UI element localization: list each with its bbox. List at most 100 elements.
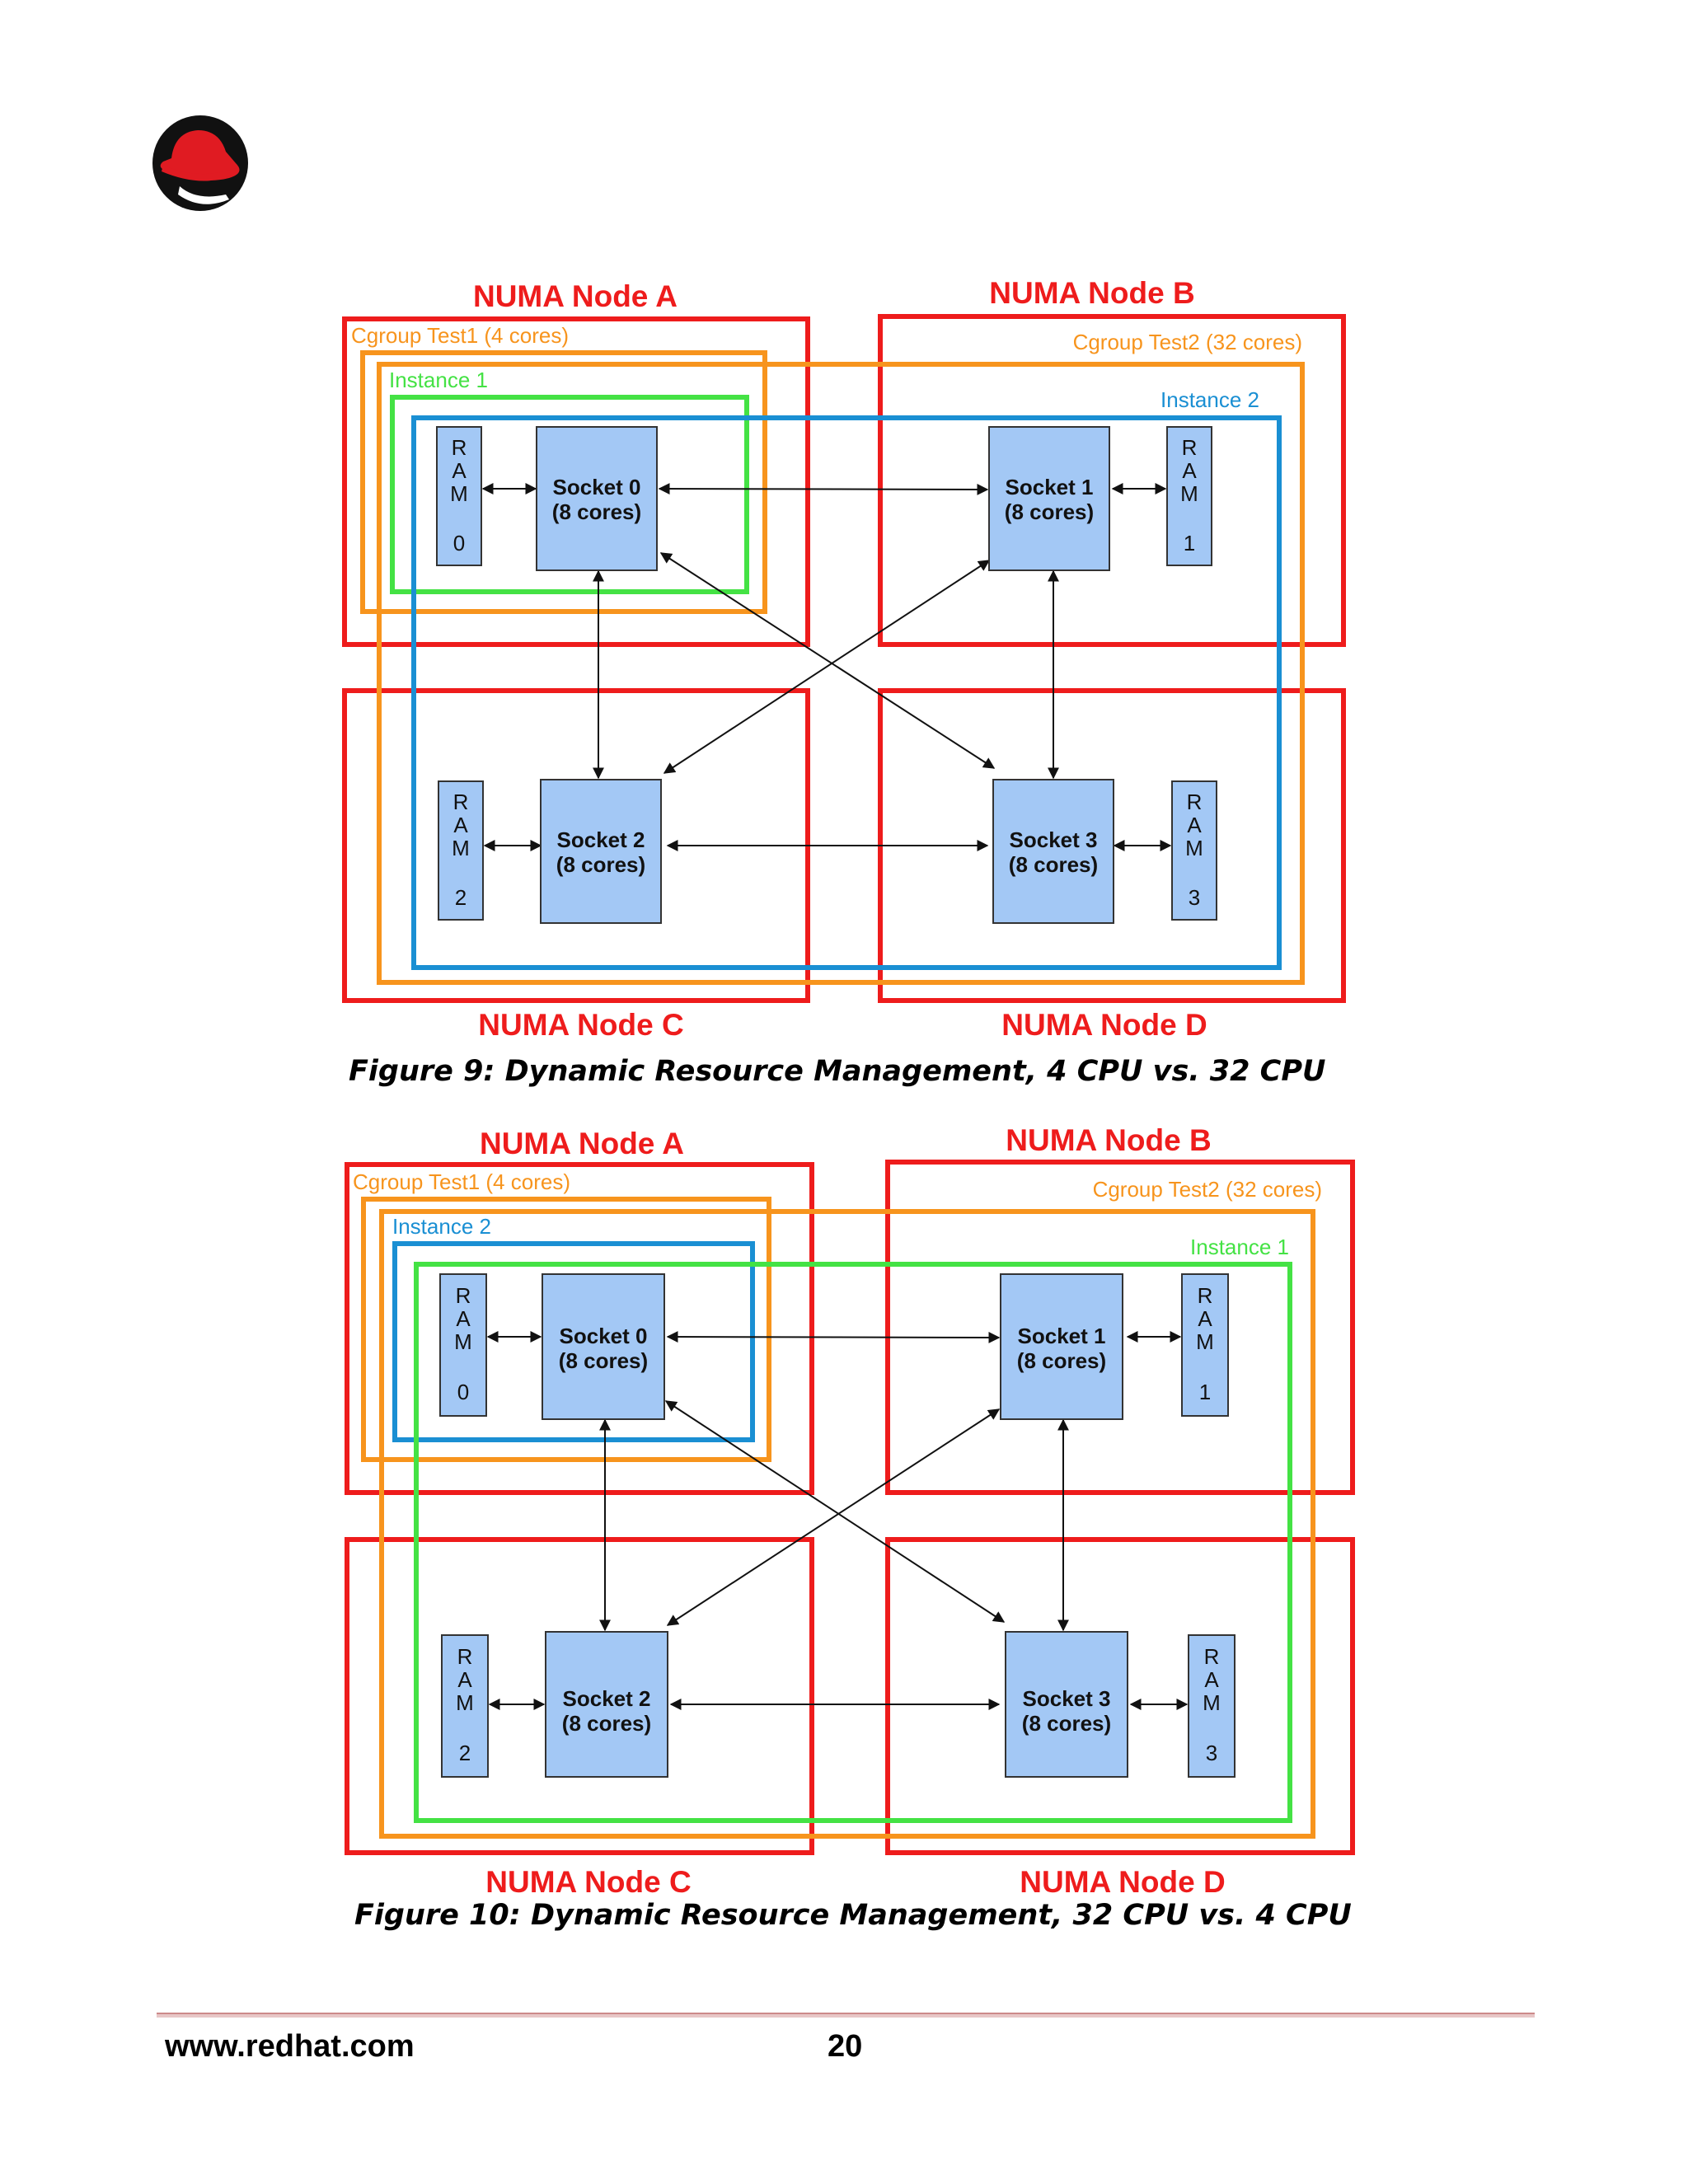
ram-1-letter-m: M (1196, 1329, 1214, 1354)
ram-0-letter-r: R (456, 1283, 471, 1308)
ram-2-letter-m: M (456, 1690, 474, 1715)
ram-3-letter-m: M (1185, 836, 1203, 860)
cgroup-test2-box (377, 362, 1305, 985)
socket-1-cores: (8 cores) (1005, 499, 1094, 524)
ram-0-letter-r: R (452, 435, 467, 460)
footer-divider (157, 2013, 1535, 2018)
ram-3-number: 3 (1189, 885, 1200, 910)
socket-1-label: Socket 1 (1018, 1324, 1106, 1348)
instance-2-box (411, 415, 1282, 970)
ram-0-number: 0 (453, 531, 465, 555)
ram-1-box (1181, 1273, 1229, 1417)
cgroup-test1-box (360, 350, 767, 614)
ram-0-letter-m: M (454, 1329, 472, 1354)
ram-2-box (441, 1634, 489, 1778)
ram-2-letter-r: R (453, 790, 469, 814)
numa-node-c-label: NUMA Node C (485, 1865, 691, 1899)
socket-3-box (1005, 1631, 1128, 1778)
ram-1-box (1166, 426, 1212, 566)
numa-node-a-label: NUMA Node A (480, 1127, 684, 1160)
ram-3-number: 3 (1206, 1741, 1217, 1765)
ram-2-box (438, 780, 484, 921)
ram-3-box (1171, 780, 1217, 921)
socket-3-label: Socket 3 (1023, 1686, 1111, 1711)
cgroup-test1-label: Cgroup Test1 (4 cores) (353, 1169, 570, 1194)
numa-node-c-box (342, 688, 810, 1003)
numa-node-b-label: NUMA Node B (989, 276, 1194, 310)
socket-3-label: Socket 3 (1010, 827, 1098, 852)
ram-1-letter-a: A (1182, 458, 1197, 483)
ram-1-letter-a: A (1198, 1306, 1212, 1331)
instance-1-label: Instance 1 (389, 368, 488, 392)
ram-3-letter-r: R (1187, 790, 1203, 814)
figure-10-caption: Figure 10: Dynamic Resource Management, … (354, 1899, 1352, 1932)
numa-node-b-box (878, 314, 1346, 647)
socket-1-cores: (8 cores) (1017, 1348, 1106, 1373)
numa-node-d-label: NUMA Node D (1001, 1008, 1207, 1042)
ram-1-letter-r: R (1182, 435, 1198, 460)
numa-node-c-box (345, 1537, 814, 1855)
ram-1-number: 1 (1199, 1380, 1211, 1404)
instance-2-label: Instance 2 (1160, 387, 1259, 412)
numa-node-b-label: NUMA Node B (1006, 1123, 1211, 1157)
cgroup-test2-label: Cgroup Test2 (32 cores) (1093, 1177, 1322, 1202)
ram-2-number: 2 (455, 885, 467, 910)
ram-0-number: 0 (457, 1380, 469, 1404)
socket-2-box (545, 1631, 668, 1778)
socket-2-cores: (8 cores) (556, 852, 645, 877)
socket-3-cores: (8 cores) (1009, 852, 1098, 877)
socket-2-cores: (8 cores) (562, 1711, 651, 1736)
ram-3-letter-r: R (1204, 1644, 1220, 1669)
cgroup-test2-label: Cgroup Test2 (32 cores) (1073, 330, 1302, 354)
instance-2-label: Instance 2 (392, 1214, 491, 1239)
ram-0-box (439, 1273, 487, 1417)
cgroup-test2-box (379, 1209, 1315, 1839)
socket-2-label: Socket 2 (557, 827, 645, 852)
socket-1-label: Socket 1 (1006, 475, 1094, 499)
numa-node-d-label: NUMA Node D (1020, 1865, 1225, 1899)
ram-2-letter-a: A (453, 813, 468, 837)
instance-1-box (390, 395, 749, 594)
cgroup-test1-label: Cgroup Test1 (4 cores) (351, 323, 569, 348)
socket-0-label: Socket 0 (560, 1324, 648, 1348)
ram-3-letter-a: A (1204, 1667, 1219, 1692)
instance-1-box (414, 1262, 1292, 1823)
footer-url[interactable]: www.redhat.com (165, 2029, 415, 2064)
figure-9-caption: Figure 9: Dynamic Resource Management, 4… (349, 1055, 1326, 1088)
socket-0-box (536, 426, 658, 571)
ram-2-number: 2 (459, 1741, 471, 1765)
socket-0-box (542, 1273, 665, 1420)
ram-3-letter-a: A (1187, 813, 1202, 837)
socket-3-cores: (8 cores) (1022, 1711, 1111, 1736)
ram-2-letter-r: R (457, 1644, 473, 1669)
ram-1-letter-m: M (1180, 481, 1198, 506)
ram-1-number: 1 (1184, 531, 1195, 555)
redhat-logo-icon (152, 115, 248, 211)
page-number: 20 (828, 2029, 863, 2064)
numa-node-a-label: NUMA Node A (473, 279, 678, 313)
instance-1-label: Instance 1 (1190, 1235, 1289, 1259)
numa-node-c-label: NUMA Node C (478, 1008, 683, 1042)
cgroup-test1-box (361, 1197, 771, 1462)
instance-2-box (392, 1241, 755, 1442)
ram-1-letter-r: R (1198, 1283, 1213, 1308)
socket-1-box (1000, 1273, 1123, 1420)
socket-2-label: Socket 2 (563, 1686, 651, 1711)
numa-node-d-box (885, 1537, 1355, 1855)
socket-2-box (540, 779, 662, 924)
socket-1-box (988, 426, 1110, 571)
ram-0-box (436, 426, 482, 566)
socket-0-cores: (8 cores) (559, 1348, 648, 1373)
ram-3-box (1188, 1634, 1236, 1778)
numa-node-a-box (345, 1162, 814, 1495)
numa-node-d-box (878, 688, 1346, 1003)
ram-0-letter-a: A (456, 1306, 471, 1331)
socket-3-box (992, 779, 1114, 924)
ram-0-letter-a: A (452, 458, 467, 483)
socket-0-cores: (8 cores) (552, 499, 641, 524)
numa-node-b-box (885, 1160, 1355, 1495)
socket-0-label: Socket 0 (553, 475, 641, 499)
ram-0-letter-m: M (450, 481, 468, 506)
